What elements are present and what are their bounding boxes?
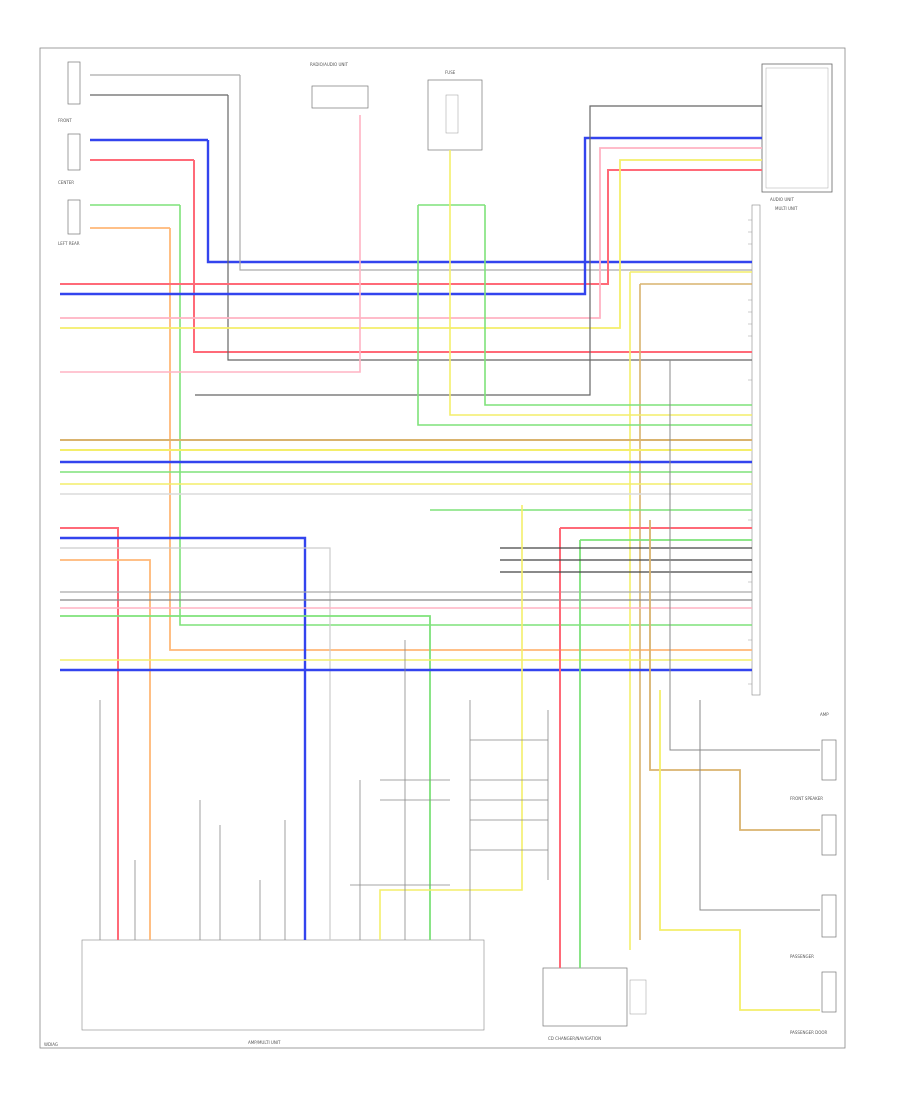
footer-code: WDIAG — [44, 1042, 58, 1047]
right-main-box — [751, 204, 761, 696]
bottom-right-component-label: CD CHANGER/NAVIGATION — [548, 1036, 601, 1041]
left-speaker-3: LEFT REAR — [58, 199, 81, 246]
bottom-component-label: AMP/MULTI UNIT — [248, 1040, 281, 1045]
outer-frame — [39, 47, 846, 1049]
wire-black-bundle — [500, 547, 752, 573]
bottom-left-connector — [81, 939, 485, 1031]
wire-gray-spk — [669, 360, 820, 911]
wire-red-low — [60, 527, 119, 940]
wire-gray-mid — [195, 105, 762, 396]
svg-text:FRONT: FRONT — [58, 118, 72, 123]
right-speaker-1: FRONT SPEAKER — [790, 739, 837, 801]
bottom-right-module — [542, 967, 628, 1027]
right-speaker-4: PASSENGER DOOR — [790, 971, 837, 1035]
wire-tan-spk — [649, 520, 820, 831]
right-speaker-3: PASSENGER — [790, 894, 837, 959]
right-top-box — [761, 63, 833, 193]
wire-yellow-2 — [629, 271, 752, 950]
wire-gray-top1 — [90, 74, 752, 271]
wire-red-top — [90, 159, 752, 353]
wire-orange-left — [90, 227, 752, 651]
wire-green-l — [60, 615, 431, 940]
fuse-box — [427, 79, 483, 151]
wire-red-mod — [559, 527, 752, 968]
right-top-box-label: AUDIO UNIT — [770, 197, 794, 202]
svg-text:PASSENGER DOOR: PASSENGER DOOR — [790, 1030, 828, 1035]
wire-blue-low — [60, 536, 307, 940]
wire-green-mod — [579, 539, 752, 968]
wire-green-left — [90, 204, 752, 626]
wire-pink-2 — [60, 115, 361, 373]
bottom-connector-leads — [99, 640, 549, 940]
wire-gray-top2 — [90, 94, 752, 361]
svg-text:CENTER: CENTER — [58, 180, 74, 185]
right-main-box-label: MULTI UNIT — [775, 206, 798, 211]
right-box-pin-ticks — [748, 219, 752, 685]
wire-green-fuse — [417, 204, 752, 426]
wire-yellow-fuse — [449, 150, 752, 416]
wire-red-1 — [60, 169, 762, 285]
wire-blue-top — [90, 138, 752, 264]
amp-label: AMP — [820, 712, 829, 717]
center-top-box-label: RADIO/AUDIO UNIT — [310, 62, 349, 67]
wire-yellow-1 — [60, 159, 762, 329]
wire-yellow-spk — [659, 690, 820, 1011]
wire-orange-low — [60, 559, 151, 940]
wire-tan-1 — [639, 283, 752, 940]
wire-yellow-mod — [379, 505, 523, 940]
svg-text:FRONT SPEAKER: FRONT SPEAKER — [790, 796, 823, 801]
center-top-box — [311, 85, 369, 109]
right-speaker-2 — [821, 814, 837, 856]
wire-blue-1 — [60, 136, 762, 296]
wire-gray-low — [60, 547, 331, 940]
left-speaker-1: FRONT — [58, 61, 81, 123]
fuse-box-label: FUSE — [445, 70, 456, 75]
wire-layer — [60, 74, 820, 1011]
svg-text:PASSENGER: PASSENGER — [790, 954, 814, 959]
svg-text:LEFT REAR: LEFT REAR — [58, 241, 80, 246]
wire-pink-1 — [60, 147, 762, 319]
left-speaker-2: CENTER — [58, 133, 81, 185]
